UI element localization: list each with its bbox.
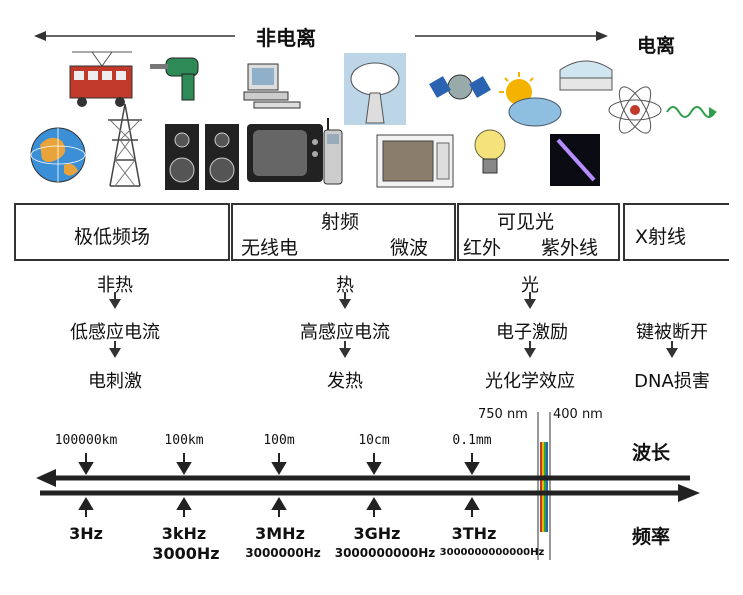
band-optical-uv: 紫外线 [541,237,599,259]
microwave-icon [376,134,454,188]
band-rf-title: 射频 [321,211,360,233]
frequency-2: 3MHz [255,524,305,543]
effect-xray-arrow-stem [671,341,673,349]
wavelength-axis-label: 波长 [632,442,671,464]
non-ionizing-label: 非电离 [256,26,316,50]
train-icon [69,51,133,107]
band-rf-radio: 无线电 [241,237,299,259]
effect-optical-arrow1 [524,299,536,309]
effect-elf-mid: 低感应电流 [70,322,160,343]
sun-cloud-icon [499,72,562,127]
uv-lamp-icon [550,134,600,186]
frequency-3: 3GHz [353,524,401,543]
band-rf-microwave: 微波 [390,237,429,259]
effect-optical-arrow2-stem [529,341,531,349]
effect-xray-arrow [666,348,678,358]
effect-rf-arrow2 [339,348,351,358]
band-elf-title: 极低频场 [74,226,151,248]
effect-rf-arrow2-stem [344,341,346,349]
effect-rf-bottom: 发热 [327,371,363,392]
effect-optical-arrow1-stem [529,292,531,300]
effect-rf-arrow1-stem [344,292,346,300]
band-optical: 可见光 红外 紫外线 [457,203,620,261]
frequency-1-alt: 3000Hz [152,544,220,563]
speakers-icon [165,124,239,190]
wavelength-2: 100m [263,433,295,448]
effect-optical-top: 光 [521,275,539,296]
band-optical-title: 可见光 [497,211,555,233]
band-elf: 极低频场 [14,203,230,261]
television-icon [247,124,323,182]
effect-rf-top: 热 [336,275,354,296]
frequency-2-alt: 3000000Hz [245,546,321,560]
globe-icon [30,127,86,183]
power-tower-icon [108,103,142,187]
effect-elf-top: 非热 [97,275,133,296]
satellite-dish-icon [344,53,406,125]
frequency-3-alt: 3000000000Hz [334,546,436,560]
tanning-bed-icon [559,60,613,91]
band-optical-ir: 红外 [463,237,502,259]
frequency-4-alt: 3000000000000Hz [439,547,545,558]
frequency-4: 3THz [451,524,497,543]
band-xray-title: X射线 [635,226,687,248]
wave-icon [666,106,717,118]
frequency-0: 3Hz [69,524,103,543]
non-ionizing-arrow-left [34,31,235,41]
frequency-axis-label: 频率 [632,526,671,548]
visible-range-left-label: 750 nm [478,407,528,422]
effect-xray-mid: 键被断开 [636,322,708,343]
effect-elf-bottom: 电刺激 [88,371,142,392]
non-ionizing-arrow-right [415,31,608,41]
effect-optical-bottom: 光化学效应 [485,371,575,392]
effect-elf-arrow2 [109,348,121,358]
ionizing-label: 电离 [637,35,676,57]
band-xray: X射线 [623,203,729,261]
wavelength-1: 100km [164,433,204,448]
effect-elf-arrow1-stem [114,292,116,300]
frequency-1: 3kHz [161,524,207,543]
effect-rf-arrow1 [339,299,351,309]
computer-icon [243,63,301,109]
wavelength-3: 10cm [358,433,390,448]
spectrum-axis [36,453,700,517]
satellite-icon [429,74,491,100]
drill-icon [150,57,199,101]
effect-optical-mid: 电子激励 [496,322,568,343]
effect-xray-bottom: DNA损害 [634,371,710,392]
effect-elf-arrow2-stem [114,341,116,349]
effect-rf-mid: 高感应电流 [300,322,390,343]
effect-elf-arrow1 [109,299,121,309]
light-bulb-icon [474,129,506,174]
visible-range-right-label: 400 nm [553,407,603,422]
band-rf: 射频 无线电 微波 [231,203,456,261]
atom-icon [608,86,662,134]
mobile-phone-icon [323,118,343,185]
visible-spectrum-strip [537,412,551,560]
wavelength-4: 0.1mm [452,433,492,448]
effect-optical-arrow2 [524,348,536,358]
wavelength-0: 100000km [54,433,118,448]
